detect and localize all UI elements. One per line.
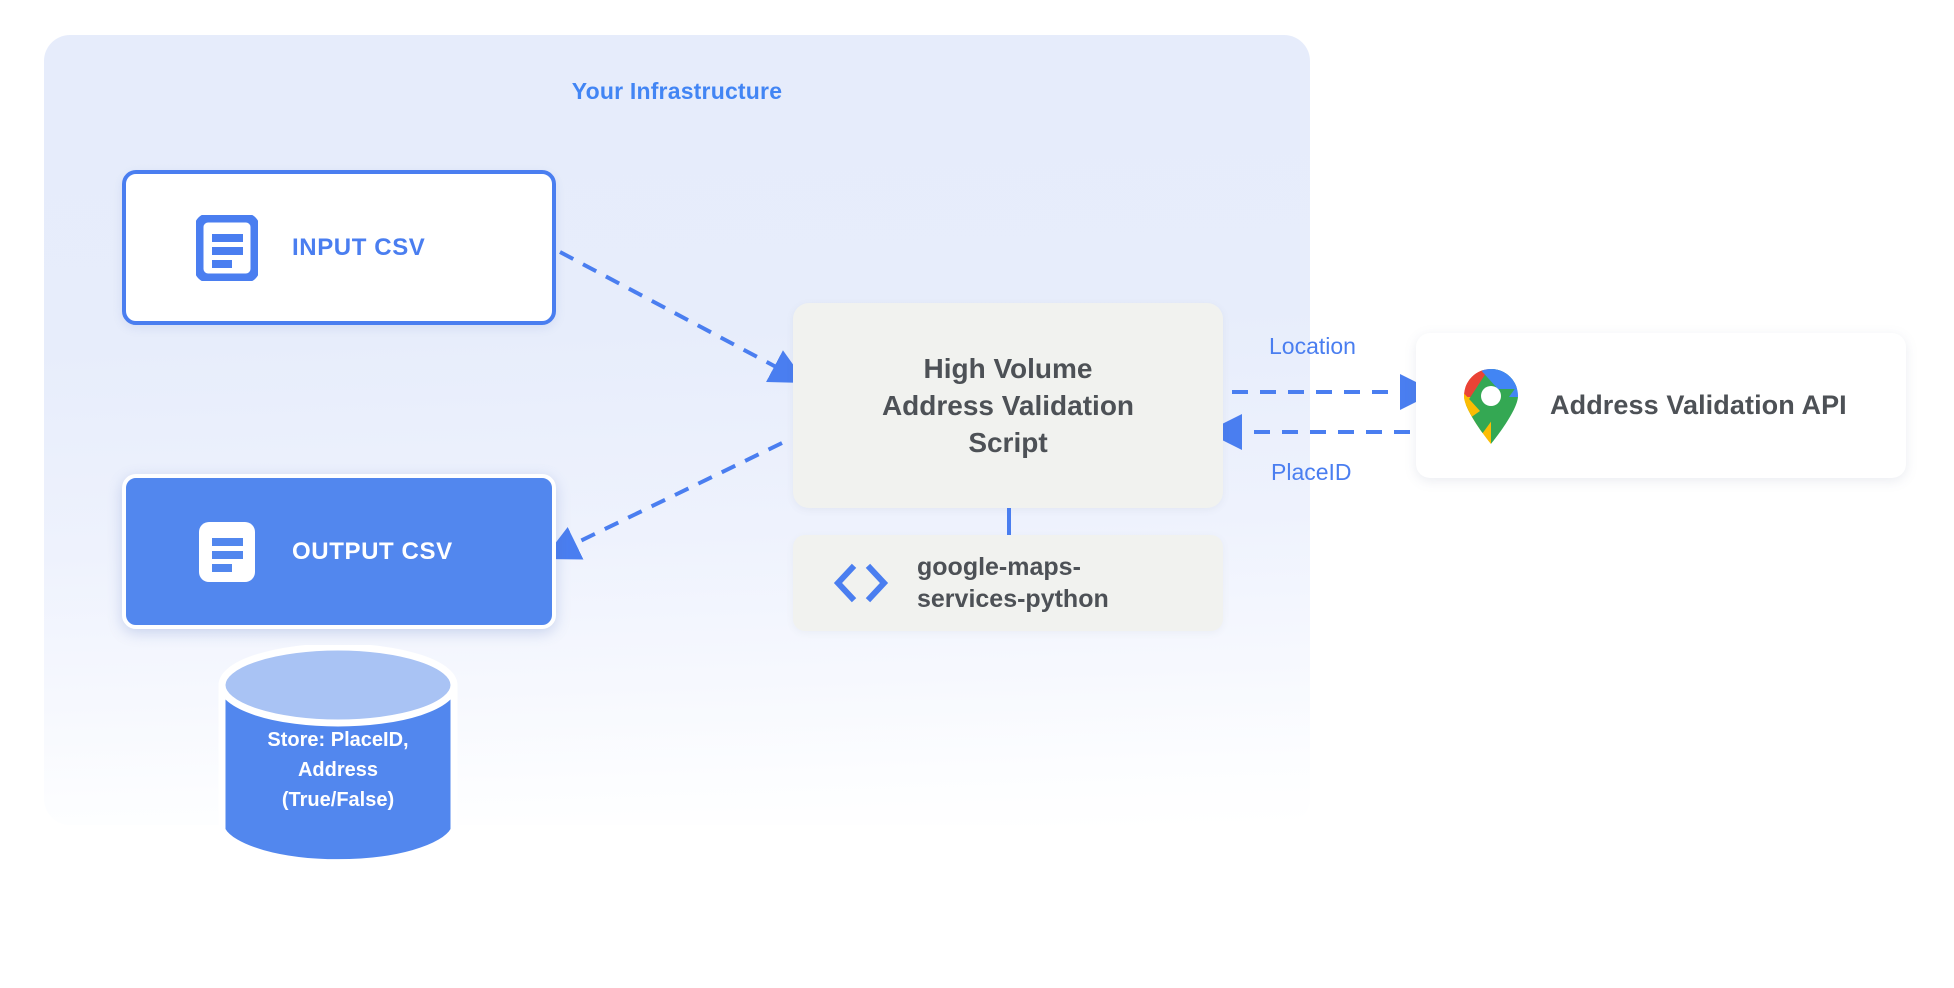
node-input-csv[interactable]: INPUT CSV <box>122 170 556 325</box>
script-line-2: Address Validation <box>881 389 1135 421</box>
node-database-store[interactable]: Store: PlaceID, Address (True/False) <box>216 645 460 870</box>
library-line-2: services-python <box>917 585 1109 613</box>
infrastructure-panel-title: Your Infrastructure <box>571 78 783 104</box>
node-client-library[interactable]: google-maps- services-python <box>793 535 1223 631</box>
node-output-csv[interactable]: OUTPUT CSV <box>122 474 556 629</box>
script-library-connector <box>1007 508 1011 541</box>
csv-document-icon <box>196 214 258 281</box>
input-csv-label: INPUT CSV <box>292 233 426 261</box>
csv-document-icon <box>199 521 255 582</box>
database-line-1: Store: PlaceID, <box>267 729 409 751</box>
database-line-3: (True/False) <box>281 789 395 811</box>
script-line-3: Script <box>968 427 1048 459</box>
database-label: Store: PlaceID, Address (True/False) <box>216 725 460 815</box>
api-label: Address Validation API <box>1550 390 1847 420</box>
code-brackets-icon <box>833 563 889 603</box>
node-validation-script[interactable]: High Volume Address Validation Script <box>793 303 1223 508</box>
output-csv-label: OUTPUT CSV <box>292 537 453 565</box>
database-cylinder-icon <box>218 645 458 867</box>
database-line-2: Address <box>297 759 379 781</box>
script-line-1: High Volume <box>923 352 1093 384</box>
google-maps-pin-icon <box>1463 368 1519 444</box>
node-address-validation-api[interactable]: Address Validation API <box>1416 333 1906 478</box>
edge-label-location: Location <box>1269 333 1356 359</box>
edge-label-placeid: PlaceID <box>1271 459 1352 485</box>
library-line-1: google-maps- <box>917 553 1081 581</box>
